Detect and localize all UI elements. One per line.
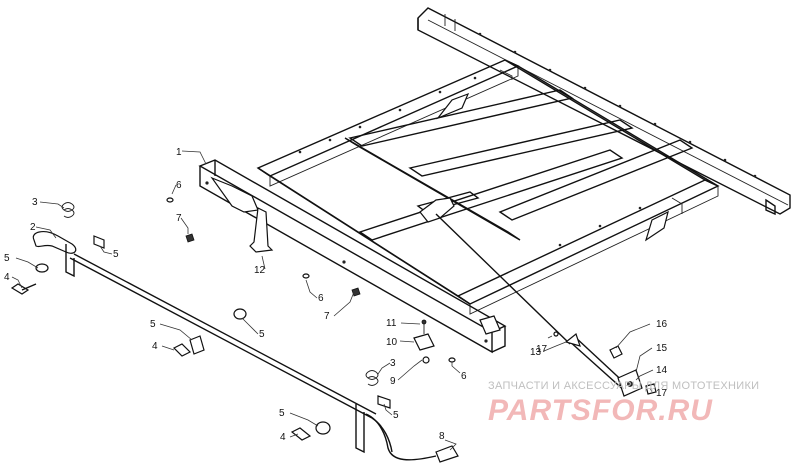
callout-8: 8: [439, 431, 445, 442]
callout-3-right: 3: [390, 358, 396, 369]
inner-cross-members: [348, 89, 694, 241]
washer-6a: [166, 197, 174, 203]
callout-2: 2: [30, 222, 36, 233]
mount-bracket: [249, 207, 274, 253]
clip-right: [377, 395, 391, 409]
release-lever: [355, 404, 459, 463]
washer-6c: [448, 357, 456, 363]
callout-1: 1: [176, 147, 182, 158]
spring-left: [61, 202, 75, 218]
callout-14: 14: [656, 365, 668, 376]
callout-5-clip-right: 5: [393, 410, 399, 421]
callout-5-bushing-mid: 5: [259, 329, 265, 340]
clip-left: [93, 235, 105, 249]
callout-numbers: 1 2 3 3 4 4 4 5 5 5 5 5 5 6 6 6 7 7 8 9 …: [4, 147, 668, 443]
callout-12: 12: [254, 265, 266, 276]
watermark-tagline: ЗАПЧАСТИ И АКСЕССУАРЫ ДЛЯ МОТОТЕХНИКИ: [488, 380, 760, 392]
callout-13: 13: [530, 347, 542, 358]
spring-right: [365, 370, 379, 386]
callout-7-mid: 7: [324, 311, 330, 322]
gusset-upper: [436, 92, 470, 120]
bushing-right: [315, 421, 331, 435]
callout-6-mid: 6: [318, 293, 324, 304]
center-mount: [419, 197, 455, 223]
watermark-brand: PARTSFOR.RU: [488, 394, 713, 427]
watermark: ЗАПЧАСТИ И АКСЕССУАРЫ ДЛЯ МОТОТЕХНИКИ PA…: [488, 380, 788, 428]
callout-6-upper: 6: [176, 180, 182, 191]
bolt-lower: [290, 427, 312, 441]
left-handle: [32, 231, 77, 278]
callout-4-left: 4: [4, 272, 10, 283]
callout-5-shaft-left: 5: [150, 319, 156, 330]
callout-16: 16: [656, 319, 668, 330]
bolt-mid: [172, 343, 192, 357]
callout-9: 9: [390, 376, 396, 387]
bushing-lower: [189, 335, 205, 355]
callout-17-left: 17: [536, 344, 548, 355]
gusset-right: [644, 210, 669, 242]
callout-5-clip-left: 5: [113, 249, 119, 260]
tilt-shaft: [69, 253, 377, 419]
leader-lines: [11, 150, 654, 451]
callout-4-lower: 4: [280, 432, 286, 443]
frame-assembly: [256, 7, 791, 315]
front-beam: [198, 159, 507, 354]
callout-11: 11: [386, 318, 397, 329]
latch-plate: [413, 319, 435, 364]
callout-6-lower: 6: [461, 371, 467, 382]
callout-7-upper: 7: [176, 213, 182, 224]
gas-strut: [435, 213, 631, 393]
washer-6b: [302, 273, 310, 279]
bushing-mid: [233, 308, 247, 320]
callout-4-mid: 4: [152, 341, 158, 352]
callout-3-left: 3: [32, 197, 38, 208]
callout-10: 10: [386, 337, 398, 348]
nut-7a: [185, 233, 195, 243]
bolt-left: [10, 283, 30, 295]
callout-17-right: 17: [656, 388, 668, 399]
callout-5-bushing-lower: 5: [279, 408, 285, 419]
top-cross-rail: [256, 59, 520, 177]
washer-17: [553, 331, 559, 337]
strut-bracket: [609, 345, 657, 397]
callout-15: 15: [656, 343, 668, 354]
right-frame-rail: [417, 7, 791, 216]
callout-5-far-left: 5: [4, 253, 10, 264]
